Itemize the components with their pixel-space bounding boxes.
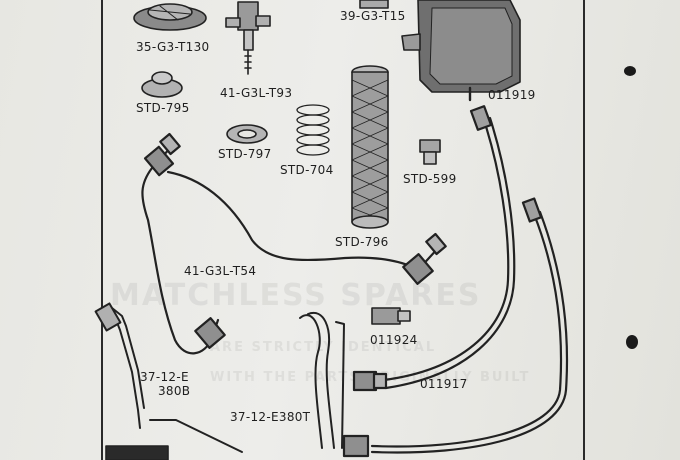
- part-label-STD-797: STD-797: [218, 147, 272, 161]
- part-label-STD-796: STD-796: [335, 235, 389, 249]
- left-column-rule: [101, 0, 103, 460]
- petrol-tap-drawing: [225, 1, 271, 75]
- union-nut-drawing: [371, 307, 411, 325]
- part-label-39-G3-T15: 39-G3-T15: [340, 9, 406, 23]
- part-label-37-12-E380T: 37-12-E380T: [230, 410, 311, 424]
- small-fitting-drawing: [359, 0, 389, 9]
- rod-380b-drawing: [94, 302, 243, 453]
- part-label-35-G3-T130: 35-G3-T130: [136, 40, 210, 54]
- std-795-drawing: [141, 71, 183, 98]
- part-label-011919: 011919: [488, 88, 536, 102]
- std-797-drawing: [226, 124, 268, 144]
- right-column-rule: [583, 0, 585, 460]
- part-label-41-G3L-T54: 41-G3L-T54: [184, 264, 257, 278]
- pipe-380t-drawing: [299, 311, 345, 449]
- part-label-011917: 011917: [420, 377, 468, 391]
- punch-hole-upper: [624, 66, 636, 76]
- petrol-pipe-drawing: [141, 132, 447, 355]
- std-599-drawing: [419, 139, 441, 165]
- part-label-37-12-E: 37-12-E: [140, 370, 189, 384]
- part-label-STD-704: STD-704: [280, 163, 334, 177]
- filler-cap-drawing: [133, 3, 207, 31]
- oil-tank-drawing: [401, 0, 521, 102]
- punch-hole-lower: [626, 335, 638, 349]
- watermark-line-2: ARE STRICTLY IDENTICAL: [210, 340, 437, 355]
- part-label-011924: 011924: [370, 333, 418, 347]
- part-label-41-G3L-T93: 41-G3L-T93: [220, 86, 293, 100]
- bottom-left-part: [105, 445, 169, 460]
- part-label-STD-599: STD-599: [403, 172, 457, 186]
- part-label-380B: 380B: [158, 384, 191, 398]
- std-704-drawing: [296, 104, 330, 156]
- std-796-drawing: [351, 65, 389, 229]
- oil-pipe-drawing: [342, 105, 569, 458]
- part-label-STD-795: STD-795: [136, 101, 190, 115]
